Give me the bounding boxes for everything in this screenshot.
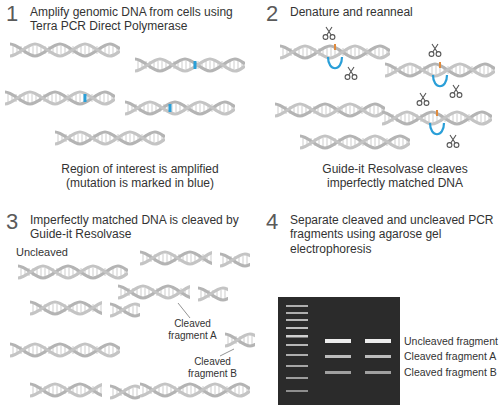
scissors-icon: [323, 27, 335, 39]
dna-fragment: [220, 254, 330, 266]
ladder-lane: [286, 305, 308, 392]
dna-helix: [275, 104, 385, 116]
step-number: 4: [266, 211, 288, 233]
agarose-gel: [278, 297, 400, 405]
scissors-icon: [417, 93, 429, 105]
step-number: 3: [6, 211, 28, 233]
step-number: 2: [266, 3, 288, 25]
dna-helix: [10, 44, 120, 56]
step-heading: Amplify genomic DNA from cells using Ter…: [30, 5, 245, 34]
step-heading: Imperfectly matched DNA is cleaved by Gu…: [30, 213, 245, 242]
mismatch-loop: [328, 57, 447, 134]
dna-helix: [300, 136, 410, 148]
step-caption: Region of interest is amplified (mutatio…: [40, 162, 240, 191]
step-heading: Denature and reanneal: [290, 5, 495, 19]
fragment-label: Uncleaved: [16, 246, 106, 259]
scissors-icon: [345, 67, 357, 79]
band-label: Cleaved fragment A: [404, 350, 500, 363]
leader-line: [178, 303, 234, 356]
dna-helix: [135, 59, 245, 71]
sample-band: [325, 339, 391, 374]
fragment-label: Cleaved fragment A: [165, 318, 220, 342]
dna-helix: [18, 266, 128, 278]
dna-helix: [125, 102, 235, 114]
mismatch-mark: [335, 44, 440, 116]
scissors-icon: [450, 85, 462, 97]
fragment-label: Cleaved fragment B: [185, 356, 240, 380]
mutation-mark: [85, 61, 195, 112]
dna-helix: [55, 132, 165, 144]
step-heading: Separate cleaved and uncleaved PCR fragm…: [290, 213, 498, 256]
dna-fragment: [110, 304, 220, 316]
step-number: 1: [6, 3, 28, 25]
scissors-icon: [447, 135, 459, 147]
dna-helix: [140, 384, 250, 396]
step-caption: Guide-it Resolvase cleaves imperfectly m…: [305, 162, 485, 191]
scissors-icon: [429, 44, 441, 56]
dna-helix: [5, 92, 115, 104]
band-label: Uncleaved fragment: [404, 335, 500, 348]
band-label: Cleaved fragment B: [404, 366, 500, 379]
dna-helix: [10, 344, 120, 356]
